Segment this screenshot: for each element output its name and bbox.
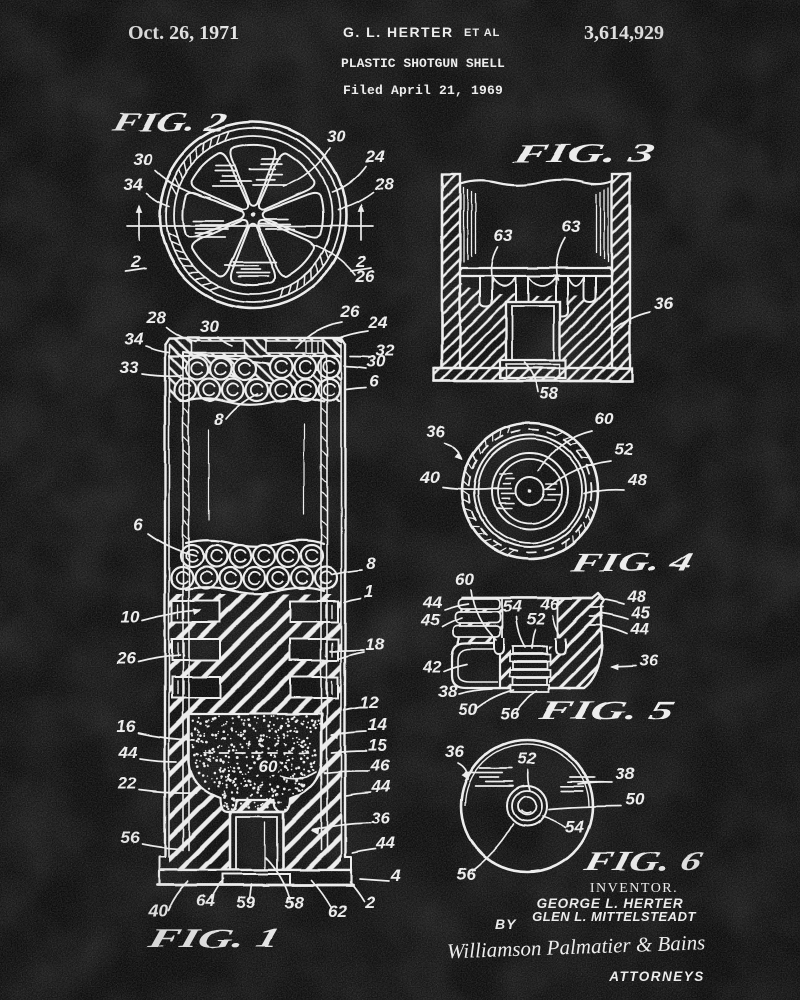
svg-text:GEORGE L. HERTER: GEORGE L. HERTER <box>537 896 684 911</box>
svg-text:GLEN L. MITTELSTEADT: GLEN L. MITTELSTEADT <box>532 909 696 924</box>
svg-text:INVENTOR.: INVENTOR. <box>590 881 678 896</box>
svg-text:BY: BY <box>495 916 517 932</box>
svg-text:ATTORNEYS: ATTORNEYS <box>608 969 705 984</box>
